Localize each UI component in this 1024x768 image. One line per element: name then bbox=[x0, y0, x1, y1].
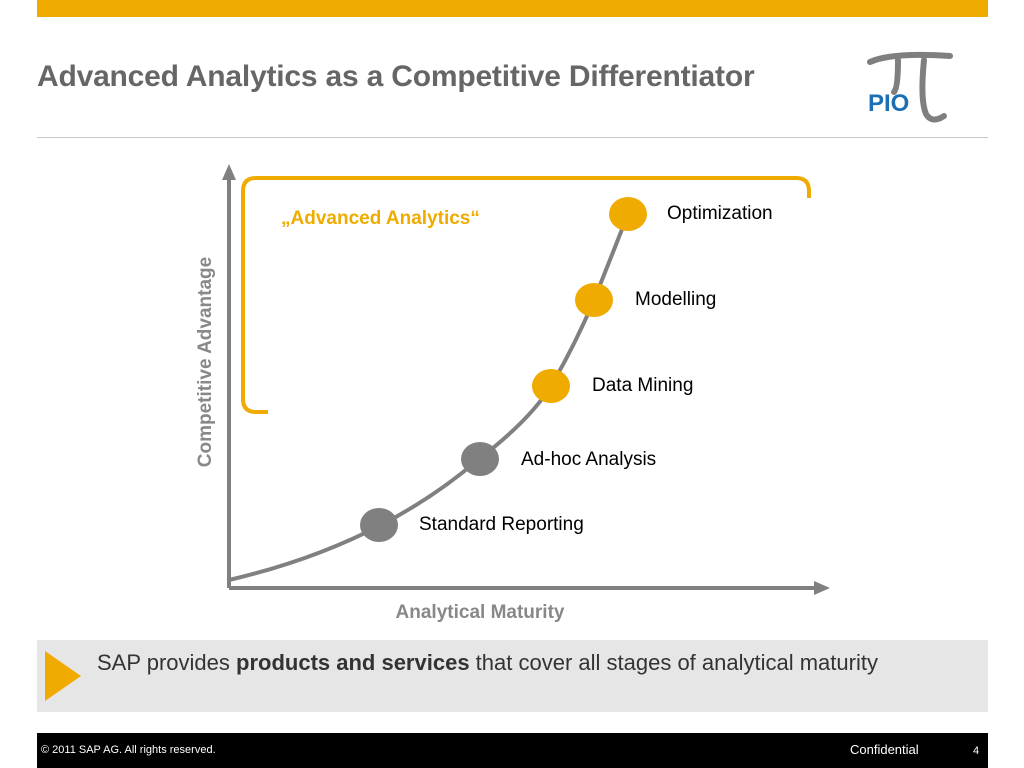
callout-text-start: SAP provides bbox=[97, 650, 237, 675]
analytics-maturity-diagram bbox=[222, 164, 830, 595]
pio-pi-logo-icon bbox=[867, 51, 953, 123]
slide-title: Advanced Analytics as a Competitive Diff… bbox=[37, 60, 755, 93]
top-accent-bar bbox=[37, 0, 988, 17]
stage-dot-standard-reporting bbox=[360, 508, 398, 542]
stage-dot-ad-hoc-analysis bbox=[461, 442, 499, 476]
key-message-callout: SAP provides products and services that … bbox=[37, 640, 988, 712]
callout-text-end: that cover all stages of analytical matu… bbox=[469, 650, 878, 675]
stage-label-data-mining: Data Mining bbox=[592, 375, 694, 396]
y-axis-arrowhead bbox=[222, 164, 236, 180]
stage-dot-data-mining bbox=[532, 369, 570, 403]
callout-text-bold: products and services bbox=[236, 650, 470, 675]
callout-arrow-icon bbox=[45, 651, 81, 701]
stage-dot-optimization bbox=[609, 197, 647, 231]
stage-dot-modelling bbox=[575, 283, 613, 317]
stage-label-standard-reporting: Standard Reporting bbox=[419, 514, 584, 535]
confidential-label: Confidential bbox=[850, 742, 919, 757]
title-divider bbox=[37, 137, 988, 138]
stage-label-modelling: Modelling bbox=[635, 289, 717, 310]
pio-logo-text: PIO bbox=[868, 90, 910, 117]
footer-bar: © 2011 SAP AG. All rights reserved. Conf… bbox=[37, 733, 988, 768]
y-axis-label: Competitive Advantage bbox=[195, 256, 216, 468]
copyright-text: © 2011 SAP AG. All rights reserved. bbox=[41, 744, 216, 756]
x-axis-arrowhead bbox=[814, 581, 830, 595]
x-axis-label: Analytical Maturity bbox=[395, 602, 565, 623]
page-number: 4 bbox=[973, 745, 980, 757]
advanced-analytics-bracket bbox=[241, 176, 811, 414]
stage-label-optimization: Optimization bbox=[667, 203, 773, 224]
stage-label-ad-hoc-analysis: Ad-hoc Analysis bbox=[521, 449, 657, 470]
callout-text: SAP provides products and services that … bbox=[97, 648, 957, 677]
advanced-analytics-label: „Advanced Analytics“ bbox=[281, 208, 480, 229]
